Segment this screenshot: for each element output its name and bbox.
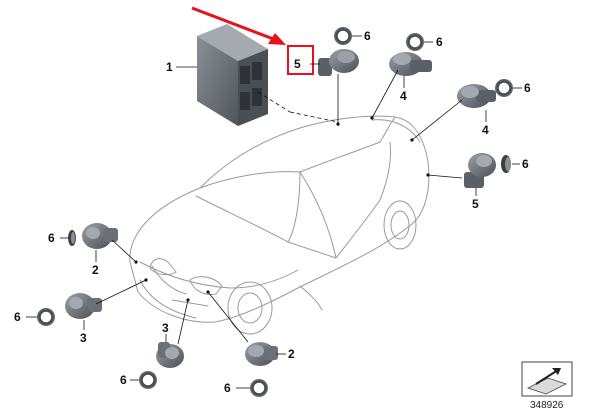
pdc-sensor-top-5 xyxy=(318,49,359,76)
ring-seal-top-right xyxy=(406,33,424,51)
callout-1: 1 xyxy=(166,60,173,74)
callout-6-front-center: 6 xyxy=(120,373,127,387)
pdc-sensor-front-center-3 xyxy=(156,342,184,368)
callout-6-front-center-2: 6 xyxy=(224,381,231,395)
pdc-sensor-front-center-2 xyxy=(245,342,278,366)
callout-6-rear-right: 6 xyxy=(524,81,531,95)
car-outline xyxy=(129,115,430,335)
ring-seal-front-left-2 xyxy=(37,308,55,326)
callout-4-rear-right: 4 xyxy=(482,123,489,137)
highlight-arrow xyxy=(191,6,286,45)
pdc-sensor-front-left-2 xyxy=(82,223,118,249)
pdc-sensor-rear-right-4 xyxy=(457,84,496,108)
highlight-box xyxy=(287,45,314,75)
callout-5-top: 5 xyxy=(294,57,301,71)
callout-3-front-left: 3 xyxy=(80,331,87,345)
callout-6-top: 6 xyxy=(364,29,371,43)
reference-icon-box xyxy=(521,361,573,397)
pdc-control-unit xyxy=(197,24,268,126)
pdc-sensor-top-right-4 xyxy=(389,52,432,76)
callout-6-rear-right-2: 6 xyxy=(522,157,529,171)
callout-6-front-left: 6 xyxy=(48,231,55,245)
ring-seal-rear-right xyxy=(495,79,513,97)
callout-6-top-right: 6 xyxy=(436,35,443,49)
callout-2-front-left: 2 xyxy=(92,263,99,277)
pdc-sensor-front-left-3 xyxy=(65,293,102,319)
callout-2-front-center: 2 xyxy=(288,347,295,361)
callout-3-front-center: 3 xyxy=(162,321,169,335)
ring-seal-top xyxy=(334,27,352,45)
callout-5-rear-right: 5 xyxy=(472,197,479,211)
connection-points xyxy=(134,116,430,302)
ring-seal-front-center-2 xyxy=(250,379,268,397)
pdc-sensor-rear-right-5 xyxy=(464,153,496,188)
ring-seal-front-left xyxy=(68,230,76,246)
callout-6-front-left-2: 6 xyxy=(14,310,21,324)
ring-seal-front-center xyxy=(139,371,157,389)
ring-seal-rear-right-2 xyxy=(501,155,511,173)
reference-number: 348926 xyxy=(530,400,564,411)
leader-lines xyxy=(26,35,522,389)
callout-4-top-right: 4 xyxy=(400,89,407,103)
